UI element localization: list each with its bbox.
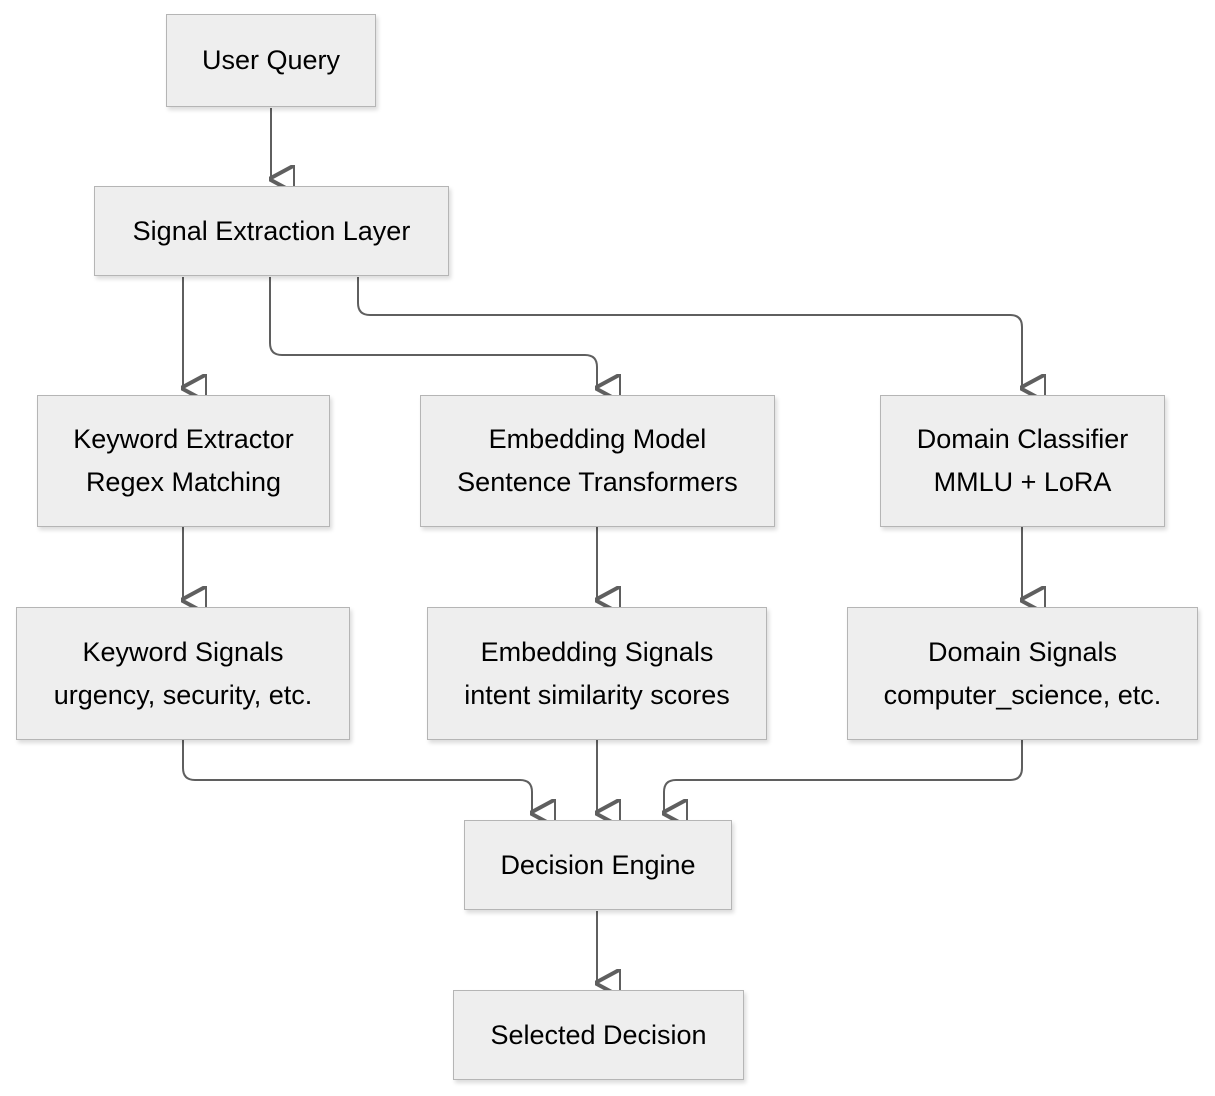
node-label: Keyword Signals (82, 636, 284, 667)
node-keyword-extractor: Keyword Extractor Regex Matching (37, 395, 330, 527)
node-label: Embedding Signals (480, 636, 714, 667)
edge-signal-extraction-to-embedding-model (269, 277, 597, 388)
edge-signal-extraction-to-domain-classifier (357, 277, 1022, 388)
node-label: Signal Extraction Layer (132, 215, 411, 246)
node-domain-classifier: Domain Classifier MMLU + LoRA (880, 395, 1165, 527)
node-signal-extraction-layer: Signal Extraction Layer (94, 186, 449, 276)
node-domain-signals: Domain Signals computer_science, etc. (847, 607, 1198, 740)
node-sublabel: computer_science, etc. (883, 679, 1162, 710)
node-sublabel: Regex Matching (85, 467, 282, 497)
edge-keyword-signals-to-decision-engine (182, 740, 532, 813)
node-keyword-signals: Keyword Signals urgency, security, etc. (16, 607, 350, 740)
node-embedding-model: Embedding Model Sentence Transformers (420, 395, 775, 527)
node-label: Domain Classifier (916, 424, 1129, 454)
node-label: Embedding Model (488, 424, 707, 454)
edge-domain-signals-to-decision-engine (664, 740, 1023, 813)
node-label: Domain Signals (927, 636, 1118, 667)
node-label: Selected Decision (490, 1019, 707, 1050)
node-label: Decision Engine (500, 849, 696, 880)
node-embedding-signals: Embedding Signals intent similarity scor… (427, 607, 767, 740)
node-label: Keyword Extractor (73, 424, 294, 454)
node-decision-engine: Decision Engine (464, 820, 732, 910)
node-sublabel: Sentence Transformers (457, 467, 738, 497)
node-selected-decision: Selected Decision (453, 990, 744, 1080)
node-label: User Query (201, 45, 341, 75)
node-sublabel: urgency, security, etc. (53, 679, 313, 710)
node-sublabel: MMLU + LoRA (933, 467, 1112, 497)
node-sublabel: intent similarity scores (464, 679, 730, 710)
node-user-query: User Query (166, 14, 376, 107)
